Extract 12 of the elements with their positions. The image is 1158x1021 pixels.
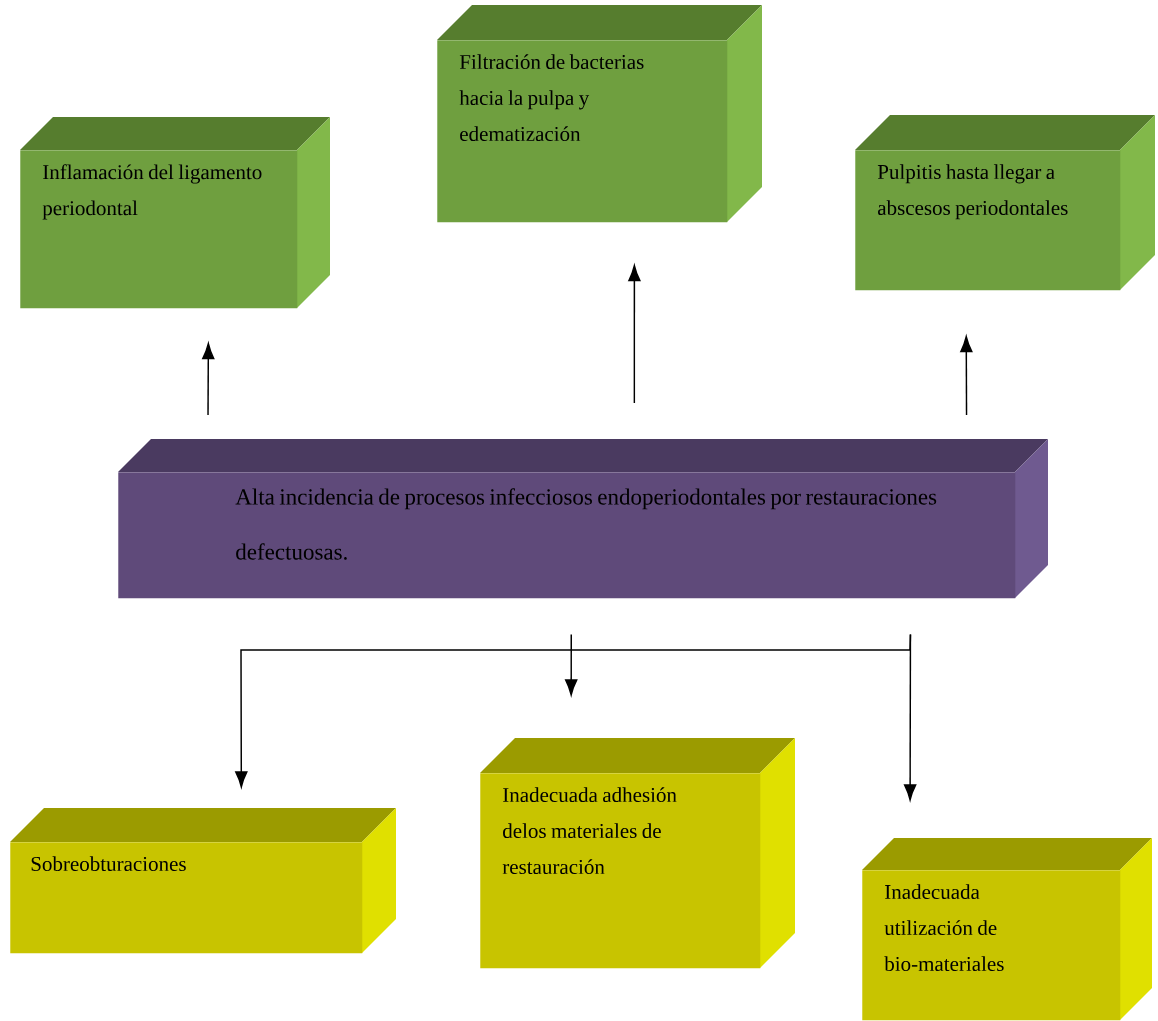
box: Inadecuada utilización de bio-materiales <box>862 838 1152 1021</box>
arrow <box>903 633 917 801</box>
box: Inadecuada adhesión delos materiales de restauración <box>480 738 795 969</box>
box: Filtración de bacterias hacia la pulpa y edematización <box>437 5 762 223</box>
arrow <box>628 264 641 404</box>
arrow <box>565 633 578 696</box>
arrow <box>202 342 215 416</box>
arrow <box>960 335 973 416</box>
box: Alta incidencia de procesos infecciosos endoperiodontales por restauraciones defectuosas. <box>118 439 1048 599</box>
box: Sobreobturaciones <box>10 808 396 954</box>
box: Inflamación del ligamento periodontal <box>20 117 330 309</box>
box: Pulpitis hasta llegar a abscesos periodontales <box>855 115 1155 291</box>
